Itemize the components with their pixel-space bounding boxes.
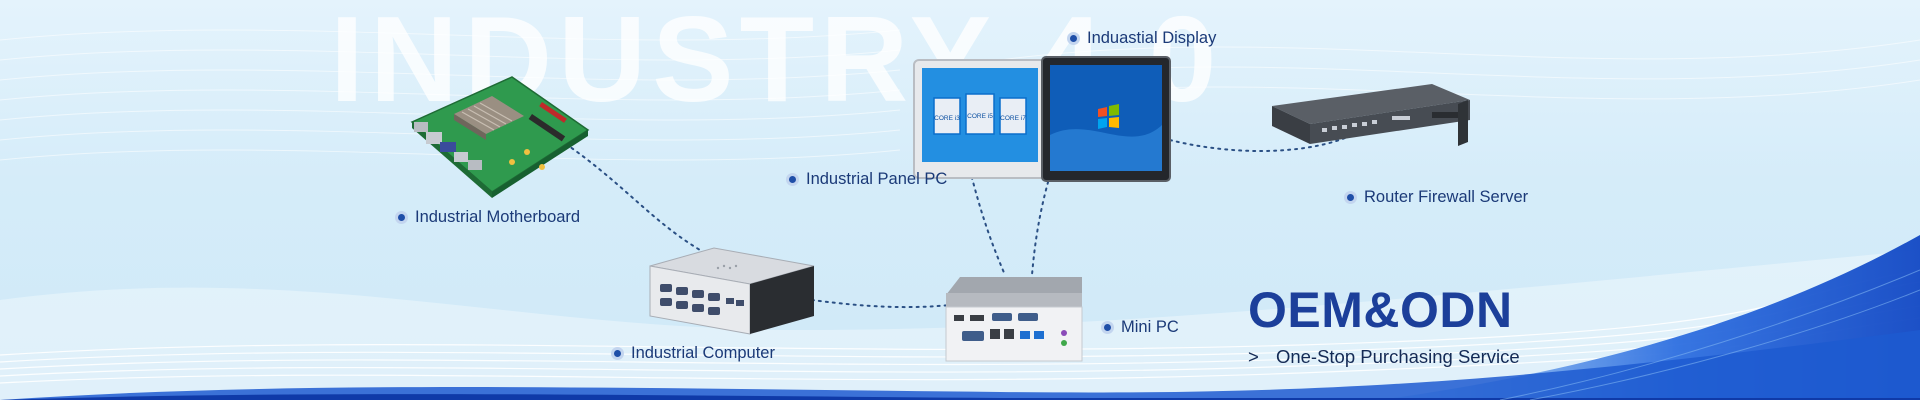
chip-i7-text: CORE i7 — [1000, 115, 1026, 122]
label-text: Router Firewall Server — [1364, 188, 1529, 206]
motherboard-image — [410, 76, 590, 198]
chip-i3-text: CORE i3 — [934, 115, 960, 122]
tagline-text: One-Stop Purchasing Service — [1275, 346, 1520, 367]
mini-pc-image — [945, 277, 1083, 362]
windows-logo-icon — [1098, 104, 1119, 129]
label-mini-pc: Mini PC — [1101, 318, 1179, 337]
label-text: Induastial Display — [1087, 29, 1217, 47]
bullet-icon — [1101, 321, 1114, 334]
bullet-icon — [611, 347, 624, 360]
label-motherboard: Industrial Motherboard — [395, 208, 580, 227]
bullet-icon — [1067, 32, 1080, 45]
label-text: Mini PC — [1121, 318, 1179, 336]
label-panel-pc: Industrial Panel PC — [786, 170, 947, 189]
headline: OEM&ODN — [1248, 282, 1513, 338]
label-industrial-computer: Industrial Computer — [611, 344, 775, 363]
chip-i5-text: CORE i5 — [967, 113, 993, 120]
bullet-icon — [395, 211, 408, 224]
label-display: Induastial Display — [1067, 29, 1216, 48]
industrial-computer-image — [649, 247, 815, 335]
bullet-icon — [786, 173, 799, 186]
panel-pc-image: CORE i3 CORE i5 CORE i7 — [913, 59, 1047, 179]
label-text: Industrial Computer — [631, 344, 775, 362]
display-image — [1041, 56, 1171, 182]
chevron-right-icon: > — [1248, 346, 1259, 367]
router-image — [1272, 84, 1470, 146]
label-text: Industrial Motherboard — [415, 208, 581, 226]
bullet-icon — [1344, 191, 1357, 204]
label-text: Industrial Panel PC — [806, 170, 948, 188]
tagline: > One-Stop Purchasing Service — [1248, 346, 1520, 368]
intel-chips — [933, 93, 1027, 135]
label-router: Router Firewall Server — [1344, 188, 1528, 207]
